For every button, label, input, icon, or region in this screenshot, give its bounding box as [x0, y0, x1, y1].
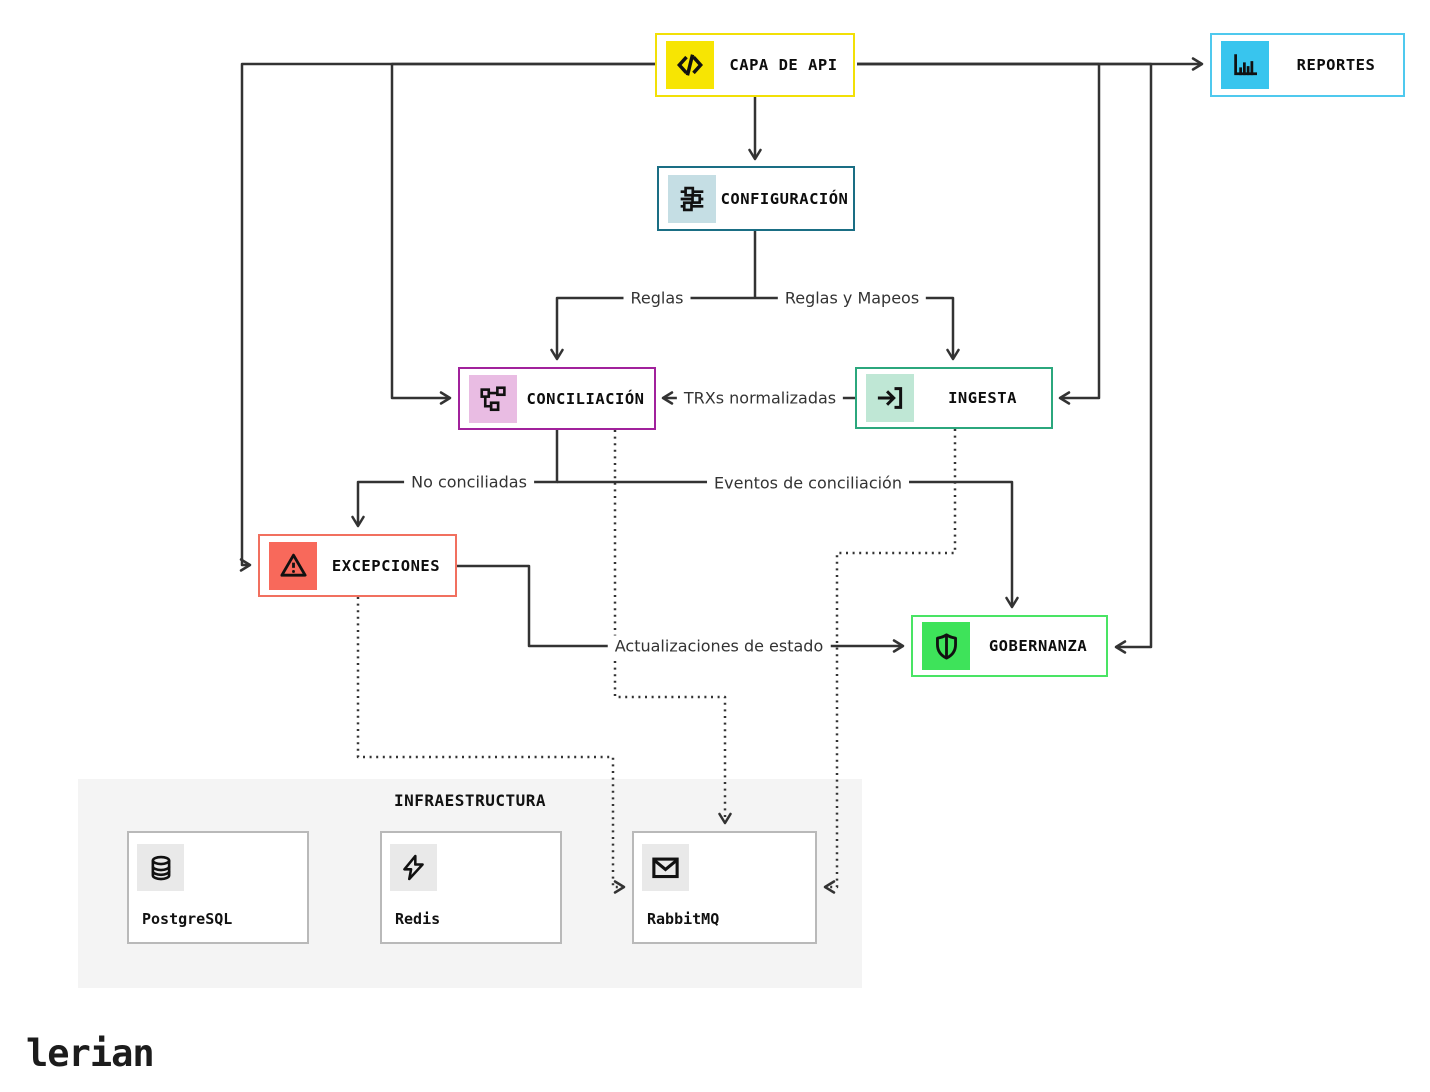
node-gobernanza: GOBERNANZA: [911, 615, 1108, 677]
database-icon: [137, 844, 184, 891]
edge-excepciones-gobernanza: [457, 564, 905, 653]
ingest-icon: [866, 374, 914, 422]
envelope-icon: [642, 844, 689, 891]
code-icon: [666, 41, 714, 89]
node-conciliacion: CONCILIACIÓN: [458, 367, 656, 430]
node-reportes: REPORTES: [1210, 33, 1405, 97]
card-label: Redis: [395, 910, 441, 928]
node-label: CAPA DE API: [729, 56, 838, 74]
card-redis: Redis: [380, 831, 562, 944]
node-label: REPORTES: [1296, 56, 1376, 74]
edge-api-ingesta: [857, 62, 1101, 405]
lightning-icon: [390, 844, 437, 891]
node-label: GOBERNANZA: [988, 637, 1088, 655]
card-rabbitmq: RabbitMQ: [632, 831, 817, 944]
node-ingesta: INGESTA: [855, 367, 1053, 429]
card-label: PostgreSQL: [142, 910, 233, 928]
node-label: INGESTA: [948, 389, 1017, 407]
card-label: RabbitMQ: [647, 910, 720, 928]
infrastructure-title: INFRAESTRUCTURA: [394, 791, 546, 810]
lerian-logo: lerian: [26, 1032, 155, 1075]
shield-icon: [922, 622, 970, 670]
edge-conciliacion-gobernanza: [557, 480, 1019, 609]
edge-label-trxs-normalizadas: TRXs normalizadas: [676, 387, 844, 409]
edge-api-conciliacion: [390, 62, 655, 405]
bar-chart-icon: [1221, 41, 1269, 89]
node-excepciones: EXCEPCIONES: [258, 534, 457, 597]
network-icon: [469, 374, 517, 423]
node-label: EXCEPCIONES: [331, 556, 441, 575]
node-configuracion: CONFIGURACIÓN: [657, 166, 855, 231]
node-capa-de-api: CAPA DE API: [655, 33, 855, 97]
sliders-icon: [668, 174, 716, 223]
edge-label-actualizaciones-de-estado: Actualizaciones de estado: [607, 635, 831, 657]
edge-label-no-conciliadas: No conciliadas: [404, 471, 534, 493]
edge-label-reglas: Reglas: [623, 287, 691, 309]
node-label: CONFIGURACIÓN: [720, 189, 849, 208]
node-label: CONCILIACIÓN: [526, 389, 645, 408]
card-postgresql: PostgreSQL: [127, 831, 309, 944]
warning-icon: [269, 541, 317, 590]
edge-label-reglas-y-mapeos: Reglas y Mapeos: [777, 287, 927, 309]
edge-api-gobernanza: [857, 62, 1153, 654]
edge-label-eventos-de-conciliacion: Eventos de conciliación: [707, 472, 909, 494]
